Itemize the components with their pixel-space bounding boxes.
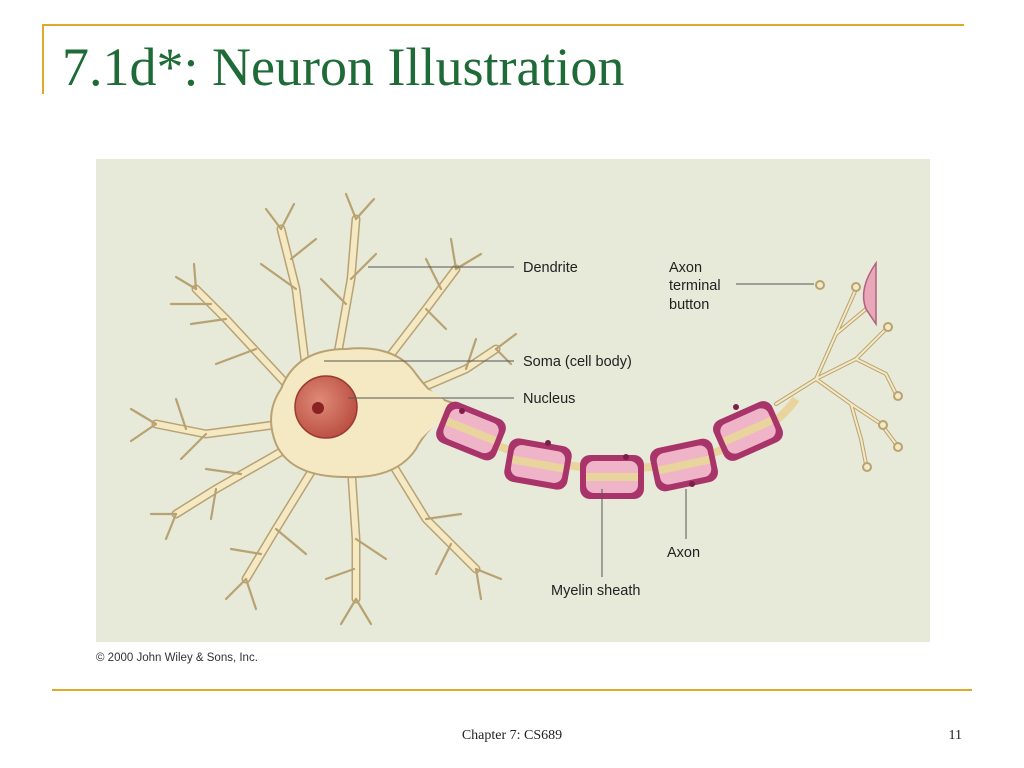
axon-hillock (416, 389, 446, 444)
neuron-diagram: Dendrite Soma (cell body) Nucleus Axon t… (96, 159, 930, 642)
left-accent-rule (42, 24, 44, 94)
copyright-notice: © 2000 John Wiley & Sons, Inc. (96, 652, 258, 664)
leader-lines (324, 266, 814, 577)
label-axon-terminal-line2: terminal (669, 278, 721, 294)
bottom-accent-rule (52, 689, 972, 691)
label-nucleus: Nucleus (523, 391, 575, 407)
axon-terminal-branches (774, 282, 898, 466)
label-myelin-sheath: Myelin sheath (551, 583, 640, 599)
nucleolus (312, 402, 324, 414)
nucleus-shape (294, 375, 358, 439)
label-dendrite: Dendrite (523, 260, 578, 276)
label-axon-terminal-line3: button (669, 297, 709, 313)
slide-title: 7.1d*: Neuron Illustration (62, 37, 625, 97)
terminal-buttons (815, 276, 903, 472)
dendrite-branches (129, 192, 518, 626)
label-axon: Axon (667, 545, 700, 561)
neuron-illustration: Dendrite Soma (cell body) Nucleus Axon t… (129, 192, 903, 626)
myelin-sheath-segments (436, 401, 783, 499)
adjacent-cell (862, 260, 877, 327)
page-number: 11 (948, 728, 962, 743)
top-accent-rule (42, 24, 964, 26)
axon-terminal-branches-fill (775, 283, 897, 465)
label-soma: Soma (cell body) (523, 354, 632, 370)
footer-chapter: Chapter 7: CS689 (461, 728, 563, 743)
label-axon-terminal-line1: Axon (669, 260, 702, 276)
